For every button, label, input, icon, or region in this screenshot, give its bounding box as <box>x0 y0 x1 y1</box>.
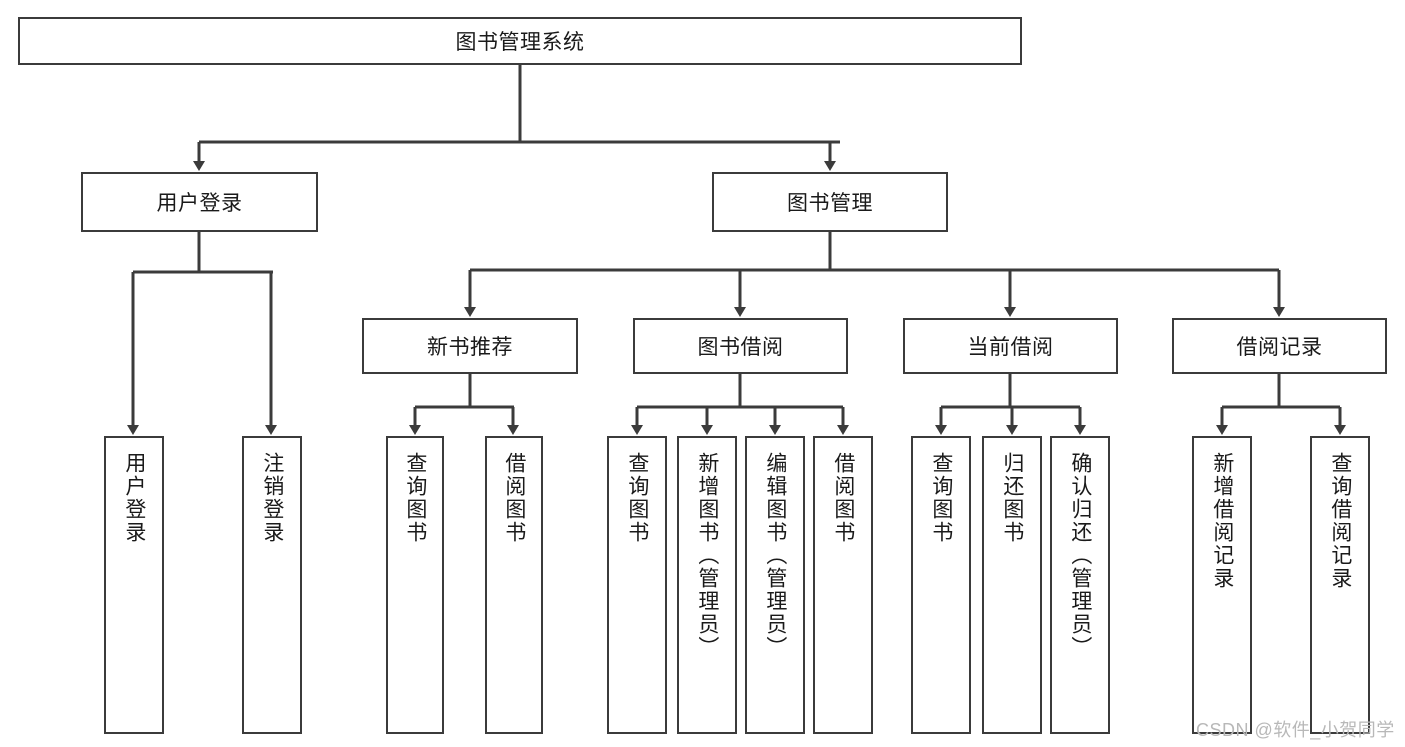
leaf-query-book-borrow[interactable]: 查询图书 <box>607 436 667 734</box>
node-new-book-recommend[interactable]: 新书推荐 <box>362 318 578 374</box>
leaf-borrow-book-recommend[interactable]: 借阅图书 <box>485 436 543 734</box>
leaf-borrow-book-label: 借阅图书 <box>831 452 855 544</box>
leaf-borrow-book-recommend-label: 借阅图书 <box>502 452 526 544</box>
node-book-management[interactable]: 图书管理 <box>712 172 948 232</box>
node-user-login-label: 用户登录 <box>156 192 243 215</box>
leaf-query-book-recommend[interactable]: 查询图书 <box>386 436 444 734</box>
leaf-query-book-borrow-label: 查询图书 <box>625 452 649 544</box>
leaf-add-borrow-record[interactable]: 新增借阅记录 <box>1192 436 1252 734</box>
leaf-query-borrow-record-label: 查询借阅记录 <box>1328 452 1352 590</box>
node-user-login[interactable]: 用户登录 <box>81 172 318 232</box>
leaf-user-login-label: 用户登录 <box>122 452 146 544</box>
leaf-query-book-current[interactable]: 查询图书 <box>911 436 971 734</box>
node-borrow-record[interactable]: 借阅记录 <box>1172 318 1387 374</box>
node-book-borrow-label: 图书借阅 <box>697 336 784 359</box>
node-current-borrow-label: 当前借阅 <box>967 336 1054 359</box>
leaf-return-book-label: 归还图书 <box>1000 452 1024 544</box>
node-root-label: 图书管理系统 <box>455 31 585 54</box>
leaf-edit-book-admin-label: 编辑图书（管理员） <box>763 452 787 659</box>
node-root[interactable]: 图书管理系统 <box>18 17 1022 65</box>
leaf-user-login[interactable]: 用户登录 <box>104 436 164 734</box>
node-book-management-label: 图书管理 <box>787 192 873 215</box>
leaf-edit-book-admin[interactable]: 编辑图书（管理员） <box>745 436 805 734</box>
node-book-borrow[interactable]: 图书借阅 <box>633 318 848 374</box>
watermark: CSDN @软件_小贺同学 <box>1196 720 1395 740</box>
leaf-return-book[interactable]: 归还图书 <box>982 436 1042 734</box>
leaf-confirm-return-admin[interactable]: 确认归还（管理员） <box>1050 436 1110 734</box>
leaf-user-logout-label: 注销登录 <box>260 452 284 544</box>
leaf-query-borrow-record[interactable]: 查询借阅记录 <box>1310 436 1370 734</box>
node-current-borrow[interactable]: 当前借阅 <box>903 318 1118 374</box>
leaf-query-book-recommend-label: 查询图书 <box>403 452 427 544</box>
leaf-borrow-book[interactable]: 借阅图书 <box>813 436 873 734</box>
leaf-confirm-return-admin-label: 确认归还（管理员） <box>1068 452 1092 659</box>
leaf-add-book-admin[interactable]: 新增图书（管理员） <box>677 436 737 734</box>
node-borrow-record-label: 借阅记录 <box>1236 336 1323 359</box>
leaf-add-book-admin-label: 新增图书（管理员） <box>695 452 719 659</box>
leaf-query-book-current-label: 查询图书 <box>929 452 953 544</box>
leaf-add-borrow-record-label: 新增借阅记录 <box>1210 452 1234 590</box>
node-new-book-recommend-label: 新书推荐 <box>427 336 513 359</box>
leaf-user-logout[interactable]: 注销登录 <box>242 436 302 734</box>
